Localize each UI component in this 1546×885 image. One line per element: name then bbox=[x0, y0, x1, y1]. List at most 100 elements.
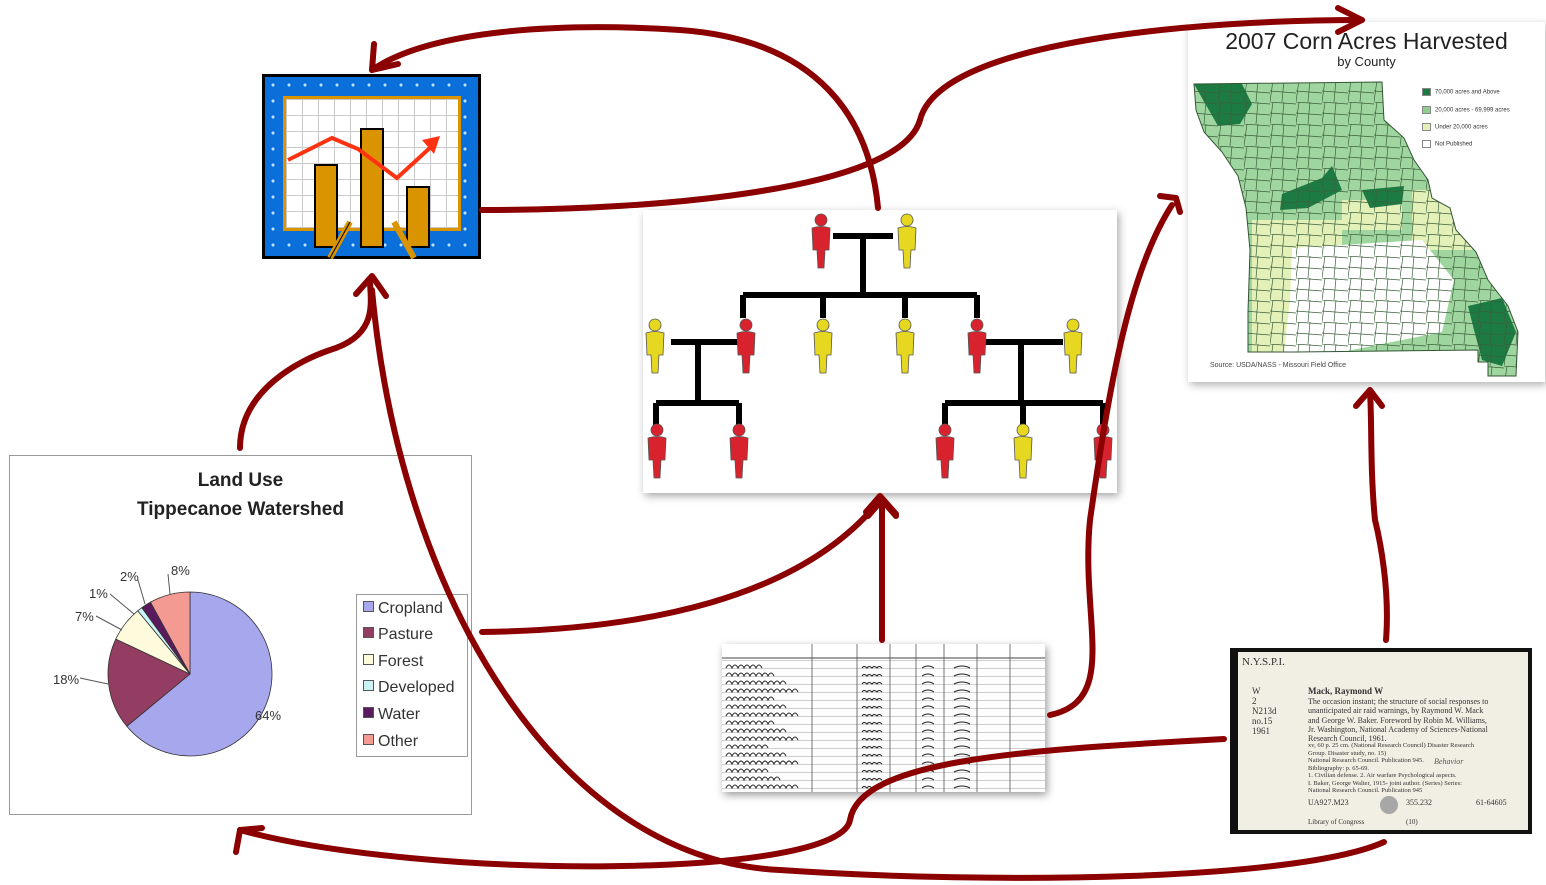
legend-swatch bbox=[363, 627, 374, 639]
handwriting-stroke bbox=[725, 672, 775, 678]
card-note-line: xv, 60 p. 25 cm. (National Research Coun… bbox=[1308, 742, 1475, 749]
arrowhead bbox=[1353, 387, 1385, 409]
census-record-image bbox=[722, 644, 1045, 792]
person-icon bbox=[1013, 423, 1033, 479]
person-icon bbox=[736, 318, 756, 374]
pie-percent-label: 7% bbox=[75, 609, 94, 624]
land-use-pie-chart: Land Use Tippecanoe Watershed 64% 18% 7%… bbox=[9, 455, 472, 815]
arrowhead bbox=[1335, 5, 1365, 35]
pie-percent-label: 1% bbox=[89, 586, 108, 601]
legend-swatch bbox=[1422, 88, 1431, 96]
card-punch-hole bbox=[1380, 796, 1398, 814]
handwriting-stroke bbox=[725, 768, 769, 774]
card-author: Mack, Raymond W bbox=[1308, 686, 1384, 696]
library-catalog-card: N.Y.S.P.I. W 2 N213d no.15 1961 Mack, Ra… bbox=[1238, 652, 1528, 830]
card-note-line: Bibliography: p. 65-69. bbox=[1308, 764, 1370, 772]
pie-percent-label: 8% bbox=[171, 563, 190, 578]
arrowhead bbox=[353, 273, 389, 299]
arrowhead bbox=[369, 41, 401, 73]
handwriting-stroke bbox=[861, 713, 971, 717]
arrow-card-to-pie bbox=[237, 736, 1227, 870]
bar-chart-icon bbox=[287, 128, 440, 259]
handwriting-stroke bbox=[725, 728, 787, 734]
legend-label: Forest bbox=[378, 653, 424, 670]
pie-legend-item: Developed bbox=[363, 677, 455, 699]
arrow-card-to-board bbox=[369, 287, 1387, 881]
map-source-note: Source: USDA/NASS - Missouri Field Offic… bbox=[1210, 362, 1347, 369]
pie-leader-line bbox=[109, 593, 135, 615]
pie-leader-line bbox=[79, 677, 109, 685]
card-dewey-number: 355.232 bbox=[1406, 798, 1432, 807]
handwriting-stroke bbox=[725, 784, 799, 790]
census-handwriting bbox=[722, 644, 1045, 792]
handwriting-stroke bbox=[725, 712, 799, 718]
handwriting-stroke bbox=[725, 664, 763, 670]
card-number: 61-64605 bbox=[1476, 798, 1507, 807]
handwriting-stroke bbox=[725, 744, 769, 750]
pie-slice-pasture bbox=[107, 638, 191, 727]
person-icon bbox=[729, 423, 749, 479]
card-body-line: Jr. Washington, National Academy of Scie… bbox=[1308, 724, 1488, 734]
arrow-pie-to-tree bbox=[479, 497, 883, 635]
legend-swatch bbox=[1422, 123, 1431, 131]
person-icon bbox=[897, 213, 917, 269]
pie-leader-line bbox=[95, 615, 123, 631]
call-number-line: 1961 bbox=[1252, 726, 1270, 736]
map-legend-item: 70,000 acres and Above bbox=[1422, 88, 1500, 97]
call-number-line: no.15 bbox=[1252, 716, 1273, 726]
person-icon bbox=[967, 318, 987, 374]
legend-label: Cropland bbox=[378, 600, 443, 617]
card-body-line: Research Council, 1961. bbox=[1308, 734, 1387, 744]
handwriting-stroke bbox=[725, 704, 787, 710]
legend-swatch bbox=[1422, 140, 1431, 148]
legend-swatch bbox=[363, 680, 374, 692]
map-legend-item: Under 20,000 acres bbox=[1422, 123, 1488, 132]
card-call-number: W 2 N213d no.15 1961 bbox=[1252, 686, 1277, 736]
person-icon bbox=[647, 423, 667, 479]
map-legend-item: 20,000 acres - 69,999 acres bbox=[1422, 106, 1510, 115]
pie-legend-item: Pasture bbox=[363, 624, 433, 646]
family-tree-graphic bbox=[645, 213, 1113, 479]
pie-percent-label: 2% bbox=[120, 569, 139, 584]
person-icon bbox=[811, 213, 831, 269]
card-note-line: Group. Disaster study, no. 15) bbox=[1308, 749, 1387, 757]
pie-slice-other bbox=[149, 591, 191, 675]
pie-slice-cropland bbox=[126, 591, 273, 757]
legend-label: 70,000 acres and Above bbox=[1435, 89, 1500, 96]
person-icon bbox=[645, 318, 665, 374]
legend-label: Developed bbox=[378, 679, 455, 696]
map-subtitle: by County bbox=[1337, 54, 1396, 69]
handwriting-stroke bbox=[861, 737, 971, 741]
card-body: The occasion instant; the structure of s… bbox=[1308, 697, 1488, 743]
person-icon bbox=[895, 318, 915, 374]
handwriting-stroke bbox=[861, 729, 971, 733]
handwriting-stroke bbox=[725, 760, 799, 766]
card-footer-code: (10) bbox=[1406, 818, 1418, 826]
pie-legend-item: Forest bbox=[363, 651, 423, 673]
handwriting-stroke bbox=[861, 673, 971, 677]
corn-acres-map: 2007 Corn Acres Harvested by County 70,0… bbox=[1188, 22, 1545, 382]
handwriting-stroke bbox=[725, 776, 781, 782]
pie-percent-label: 18% bbox=[53, 672, 80, 687]
handwriting-stroke bbox=[725, 680, 787, 686]
arrow-tree-to-board bbox=[369, 24, 881, 211]
call-number-line: 2 bbox=[1252, 696, 1257, 706]
missouri-county-map bbox=[1193, 81, 1519, 377]
pie-percent-label: 64% bbox=[255, 708, 282, 723]
card-note-line: I. Baker, George Walter, 1915- joint aut… bbox=[1308, 779, 1462, 787]
handwriting-stroke bbox=[861, 665, 971, 669]
family-tree-diagram bbox=[643, 210, 1117, 493]
legend-swatch bbox=[363, 654, 374, 666]
legend-label: Water bbox=[378, 706, 421, 723]
pie-title-line2: Tippecanoe Watershed bbox=[137, 499, 344, 520]
arrowhead bbox=[865, 497, 899, 519]
handwriting-stroke bbox=[861, 777, 971, 781]
card-note-line: National Research Council. Publication 9… bbox=[1308, 787, 1423, 794]
person-icon bbox=[813, 318, 833, 374]
arrowhead bbox=[233, 825, 265, 855]
card-body-line: unanticipated air raid warnings, by Raym… bbox=[1308, 706, 1484, 716]
handwriting-stroke bbox=[861, 697, 971, 701]
legend-label: Pasture bbox=[378, 626, 434, 643]
handwriting-stroke bbox=[725, 696, 775, 702]
